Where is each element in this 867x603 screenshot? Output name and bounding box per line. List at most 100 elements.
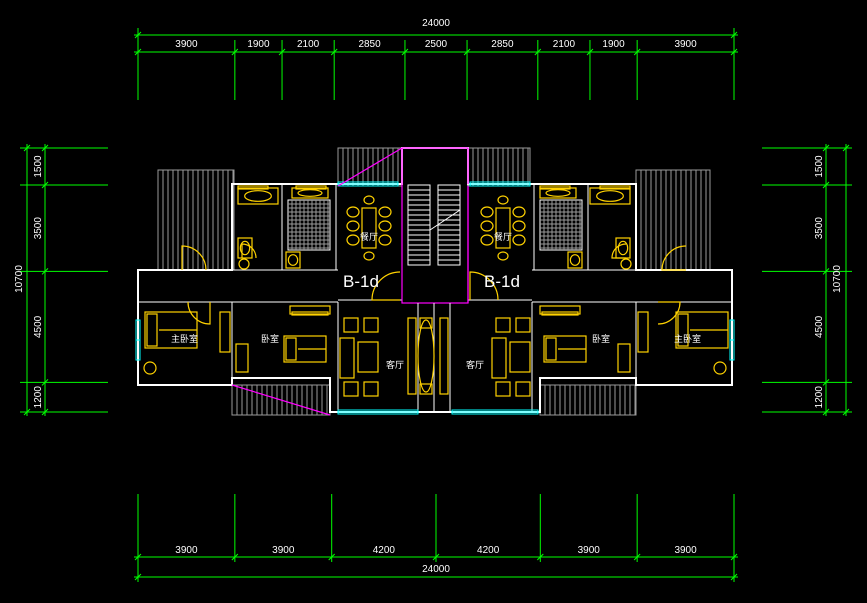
right-segment-label: 4500: [814, 315, 825, 338]
shelf: [599, 185, 631, 190]
door-balcony-left: [181, 245, 207, 271]
sofa-set-right: [491, 317, 531, 397]
top-tick: [134, 31, 142, 39]
wardrobe-master-right: [637, 311, 649, 353]
bottom-segment-label: 3900: [674, 545, 697, 556]
shelf: [295, 185, 327, 190]
top-segment-label: 3900: [674, 39, 697, 50]
bottom-tick: [134, 573, 142, 581]
top-segment-label: 2500: [425, 39, 448, 50]
dining-table-left: [346, 195, 392, 261]
right-segment-dimensions: 1500 3500 4500 1200: [814, 155, 825, 408]
plant-left: [143, 361, 157, 375]
window: [337, 181, 399, 187]
master-bed-left: [144, 311, 198, 349]
room-label-right-master-bedroom: 主卧室: [674, 333, 701, 345]
door-master-right: [657, 301, 681, 325]
plant-bath-right: [620, 258, 632, 270]
room-label-left-living: 客厅: [386, 359, 404, 371]
bottom-tick: [730, 573, 738, 581]
bathtub-left: [237, 187, 279, 205]
bottom-segment-label: 3900: [578, 545, 601, 556]
top-tick: [401, 48, 409, 56]
shelf: [539, 185, 571, 190]
unit-label-right: B-1d: [484, 272, 520, 291]
wardrobe-right: [539, 305, 581, 315]
room-label-right-living: 客厅: [466, 359, 484, 371]
left-segment-label: 1500: [33, 155, 44, 178]
top-segment-label: 3900: [175, 39, 198, 50]
desk-left: [235, 343, 249, 373]
top-tick: [278, 48, 286, 56]
shelf-rail-right: [541, 311, 579, 316]
wardrobe-master-left: [219, 311, 231, 353]
right-tick: [822, 268, 830, 275]
bottom-tick: [432, 553, 440, 561]
room-label-left-master-bedroom: 主卧室: [171, 333, 198, 345]
balcony-diagonal: [231, 384, 331, 416]
bottom-segment-label: 3900: [272, 545, 295, 556]
top-tick: [463, 48, 471, 56]
outer-wall: [137, 147, 733, 413]
window: [469, 181, 531, 187]
floor-plan: [135, 147, 735, 416]
toilet-left: [237, 237, 253, 259]
window: [135, 319, 141, 361]
bottom-tick: [328, 553, 336, 561]
desk-right: [617, 343, 631, 373]
left-tick: [41, 268, 49, 275]
speaker-top: [419, 317, 433, 329]
bottom-tick: [536, 553, 544, 561]
left-tick: [41, 408, 49, 416]
left-tick: [41, 144, 49, 152]
right-total-dimension: 10700: [832, 265, 843, 293]
top-tick: [586, 48, 594, 56]
right-tick: [822, 181, 830, 189]
bottom-segment-label: 3900: [175, 545, 198, 556]
door-unit-right: [469, 271, 499, 301]
door-balcony-right: [661, 245, 687, 271]
room-label-left-bedroom: 卧室: [261, 333, 279, 345]
bottom-tick: [134, 553, 142, 561]
door-bath-left: [241, 243, 257, 259]
room-label-left-dining: 餐厅: [360, 231, 378, 243]
top-segment-label: 1900: [602, 39, 625, 50]
dimension-lines: [20, 28, 852, 582]
top-segment-label: 1900: [247, 39, 270, 50]
kitchen-counter-left: [291, 187, 329, 199]
top-tick: [534, 48, 542, 56]
top-tick: [330, 48, 338, 56]
shelf-rail-left: [291, 311, 329, 316]
room-label-right-bedroom: 卧室: [592, 333, 610, 345]
window: [337, 409, 419, 415]
plant-right: [713, 361, 727, 375]
bottom-segment-label: 4200: [373, 545, 396, 556]
kitchen-tiles-right: [539, 199, 583, 251]
bottom-total-dimension: 24000: [422, 564, 450, 575]
right-segment-label: 3500: [814, 217, 825, 240]
top-segment-label: 2850: [358, 39, 381, 50]
kitchen-tiles-left: [287, 199, 331, 251]
bottom-tick: [231, 553, 239, 561]
right-segment-label: 1500: [814, 155, 825, 178]
wardrobe-left: [289, 305, 331, 315]
bottom-tick: [633, 553, 641, 561]
balcony-top-center-left: [337, 147, 403, 187]
stair-break-line: [429, 209, 461, 231]
bed-right: [543, 335, 587, 363]
right-segment-label: 1200: [814, 386, 825, 409]
right-tick: [822, 144, 830, 152]
door-master-left: [187, 301, 211, 325]
balcony-top-right: [635, 169, 711, 271]
right-tick: [822, 379, 830, 386]
top-tick: [134, 48, 142, 56]
plant-bath-left: [238, 258, 250, 270]
left-total-dimension: 10700: [14, 265, 25, 293]
bathtub-right: [589, 187, 631, 205]
left-segment-label: 4500: [33, 315, 44, 338]
unit-label-left: B-1d: [343, 272, 379, 291]
top-tick: [730, 48, 738, 56]
kitchen-counter-right: [539, 187, 577, 199]
